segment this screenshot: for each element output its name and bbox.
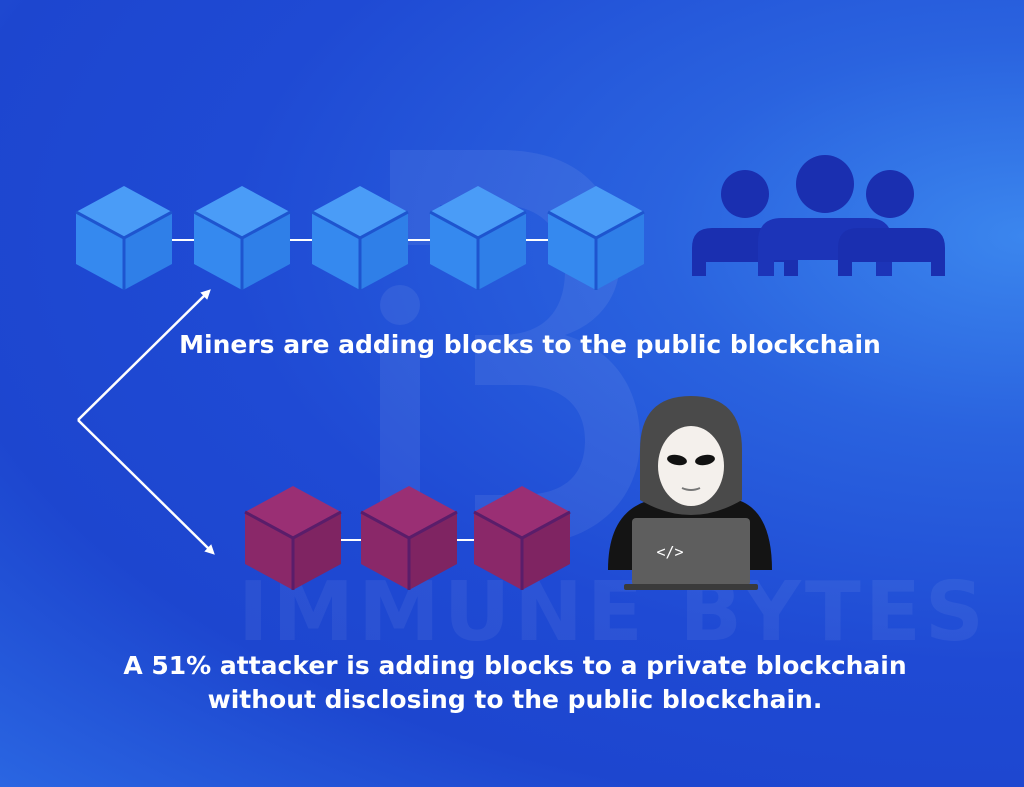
public-block — [192, 184, 292, 292]
private-block — [472, 484, 572, 592]
public-block — [428, 184, 528, 292]
watermark-text: IMMUNE BYTES — [238, 565, 988, 660]
public-block — [310, 184, 410, 292]
miners-group-icon — [692, 155, 945, 276]
private-block — [359, 484, 459, 592]
attacker-caption-line-2: without disclosing to the public blockch… — [207, 685, 823, 714]
private-block — [243, 484, 343, 592]
attacker-caption-line-1: A 51% attacker is adding blocks to a pri… — [123, 651, 907, 680]
laptop-code-label: </> — [656, 543, 684, 561]
public-block — [546, 184, 646, 292]
public-block — [74, 184, 174, 292]
attacker-caption: A 51% attacker is adding blocks to a pri… — [100, 649, 930, 717]
hacker-icon — [608, 396, 772, 590]
public-chain-caption: Miners are adding blocks to the public b… — [179, 330, 881, 359]
fork-arrows — [77, 289, 215, 555]
